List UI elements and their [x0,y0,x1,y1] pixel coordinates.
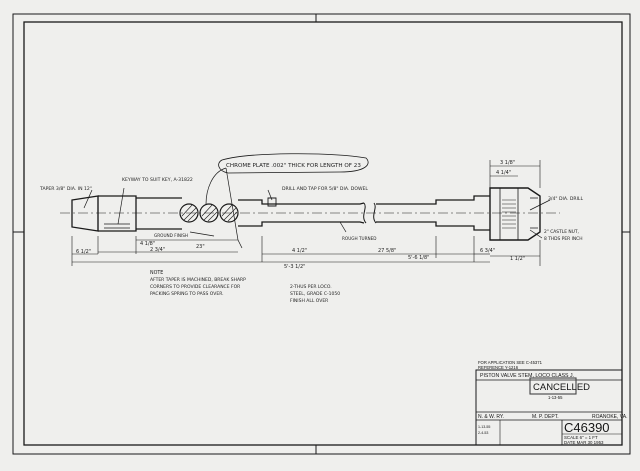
dim-text: 1 1/2" [510,256,525,262]
hatch [221,204,238,222]
chrome-callout: CHROME PLATE .002" THICK FOR LENGTH OF 2… [226,163,361,169]
keyway-callout: KEYWAY TO SUIT KEY, A-31822 [122,177,193,183]
leader [267,189,273,201]
note-line: PACKING SPRING TO PASS OVER. [150,291,224,297]
hatch [181,204,198,222]
stem-body [238,199,365,227]
break-line [363,202,367,224]
company-name: N. & W. RY. [478,414,504,420]
keyway-section [98,195,137,232]
dim-text: 5'-3 1/2" [284,264,305,270]
castle-nut [489,187,541,241]
chrome-callout-cloud [218,153,369,174]
drill-callout: 3/4" DIA. DRILL [548,196,583,202]
dowel-hole [267,197,277,207]
outer-border [12,13,631,455]
drawing-scale: SCALE 6" = 1 FT [564,435,598,440]
leader [225,167,243,249]
hatch [201,204,218,222]
drawing-date: DATE MAR 30 1953 [564,440,604,445]
ground-callout: GROUND FINISH [154,233,188,238]
dim-text: 23" [196,244,205,250]
drawing-title: PISTON VALVE STEM, LOCO CLASS J. [480,373,574,379]
drill-hole [530,197,538,229]
groove-section [179,203,199,223]
dim-text: 4 1/2" [292,248,307,254]
stamp-text: CANCELLED [533,382,590,393]
spec-line: 2-THUS PER LOCO. [290,284,332,290]
groove-section [199,203,219,223]
leader [189,231,215,237]
revision-line: 1-13-55 [478,425,490,429]
dimension-texts: 6 1/2" 2 3/4" 23" 4 1/8" 4 1/2" 27 5/8" … [76,160,525,270]
thread-callout: 8 THDS PER INCH [544,236,583,242]
leader [339,221,347,233]
chrome-section [136,197,182,230]
stamp-date: 1-13-55 [548,395,563,400]
title-block: FOR APPLICATION SEE C-45371 REFERENCE Y-… [475,360,627,446]
drill-tap-callout: DRILL AND TAP FOR 5/8" DIA. DOWEL [282,186,368,192]
dim-text: 6 1/2" [76,249,91,255]
nut-callout: 2" CASTLE NUT, [544,229,579,235]
dim-text: 6 3/4" [480,248,495,254]
department: M. P. DEPT. [532,414,559,420]
rough-callout: ROUGH TURNED [342,236,377,241]
spec-line: STEEL, GRADE C-1050 [290,291,340,297]
taper-callout: TAPER 3/8" DIA. IN 12" [39,186,92,192]
dimension-lines [71,160,541,266]
cancelled-stamp [529,377,577,395]
leader [205,167,227,205]
leader [529,199,551,211]
drawing-number: C46390 [564,420,610,435]
thread [502,199,516,229]
taper-end [71,195,99,232]
callout-texts: TAPER 3/8" DIA. IN 12" KEYWAY TO SUIT KE… [39,163,583,242]
application-ref: FOR APPLICATION SEE C-45371 [478,360,543,365]
break-line [373,202,377,224]
note-heading: NOTE [150,270,163,276]
city: ROANOKE, VA. [592,414,627,420]
stem-body [376,195,490,231]
inner-border [23,21,623,446]
revision-line: 2-4-53 [478,431,488,435]
dim-text: 27 5/8" [378,248,396,254]
material-spec: 2-THUS PER LOCO. STEEL, GRADE C-1050 FIN… [290,284,340,304]
dim-text: 4 1/4" [496,170,511,176]
leader [83,189,93,209]
notes: NOTE AFTER TAPER IS MACHINED, BREAK SHAR… [150,270,246,297]
valve-stem-view [60,187,560,241]
leader [529,229,543,239]
note-line: CORNERS TO PROVIDE CLEARANCE FOR [150,284,240,290]
dim-text: 3 1/8" [500,160,515,166]
dim-text: 4 1/8" [140,241,155,247]
reference-ref: REFERENCE Y-1216 [478,365,519,370]
groove-section [219,203,239,223]
title-box [475,369,623,446]
leader [117,187,125,225]
note-line: AFTER TAPER IS MACHINED, BREAK SHARP [150,277,246,283]
dim-text: 2 3/4" [150,247,165,253]
dim-text: 5'-6 1/8" [408,255,429,261]
spec-line: FINISH ALL OVER [290,298,328,304]
